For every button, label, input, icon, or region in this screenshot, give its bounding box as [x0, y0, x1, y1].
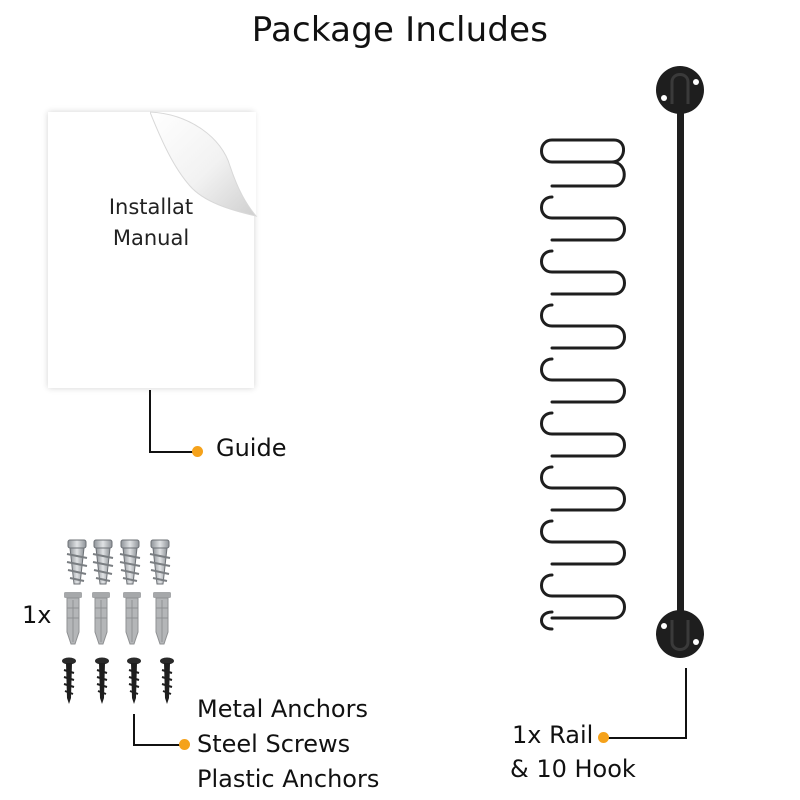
manual-text-line1: Installat [108, 195, 194, 219]
rail-label-line2: & 10 Hook [510, 755, 636, 783]
screw-icon [127, 657, 141, 704]
screw-icon [160, 657, 174, 704]
s-hook-icon [540, 465, 626, 512]
s-hook-icon [540, 573, 626, 620]
metal-anchor-icon [66, 539, 88, 585]
s-hook-icon [540, 195, 626, 242]
hardware-dot [179, 739, 190, 750]
guide-dot [192, 446, 203, 457]
page-curl-icon [150, 111, 258, 217]
plastic-anchor-icon [64, 592, 82, 645]
s-hook-icon [540, 610, 554, 631]
rail-icon [656, 66, 704, 658]
guide-label: Guide [216, 434, 287, 462]
rail-label-line1: 1x Rail [512, 721, 594, 749]
plastic-anchors-label: Plastic Anchors [197, 765, 380, 793]
s-hook-icon [540, 303, 626, 350]
plastic-anchor-icon [92, 592, 110, 645]
page-title: Package Includes [251, 10, 549, 50]
s-hook-icon [540, 519, 626, 566]
manual-text: Installat Manual [48, 192, 254, 254]
metal-anchor-icon [149, 539, 171, 585]
metal-anchor-icon [92, 539, 114, 585]
s-hook-icon [540, 411, 626, 458]
s-hook-icon [540, 249, 626, 296]
guide-leader-line [149, 390, 196, 453]
hardware-leader-line [133, 714, 183, 746]
rail-dot [598, 732, 609, 743]
manual-text-line2: Manual [112, 226, 190, 250]
plastic-anchor-icon [123, 592, 141, 645]
hardware-quantity: 1x [22, 601, 52, 629]
steel-screws-label: Steel Screws [197, 730, 351, 758]
metal-anchors-label: Metal Anchors [197, 695, 368, 723]
plastic-anchor-icon [153, 592, 171, 645]
screw-icon [62, 657, 76, 704]
screw-icon [95, 657, 109, 704]
metal-anchor-icon [119, 539, 141, 585]
rail-leader-line [604, 668, 687, 739]
s-hook-icon [540, 138, 626, 188]
s-hook-icon [540, 357, 626, 404]
